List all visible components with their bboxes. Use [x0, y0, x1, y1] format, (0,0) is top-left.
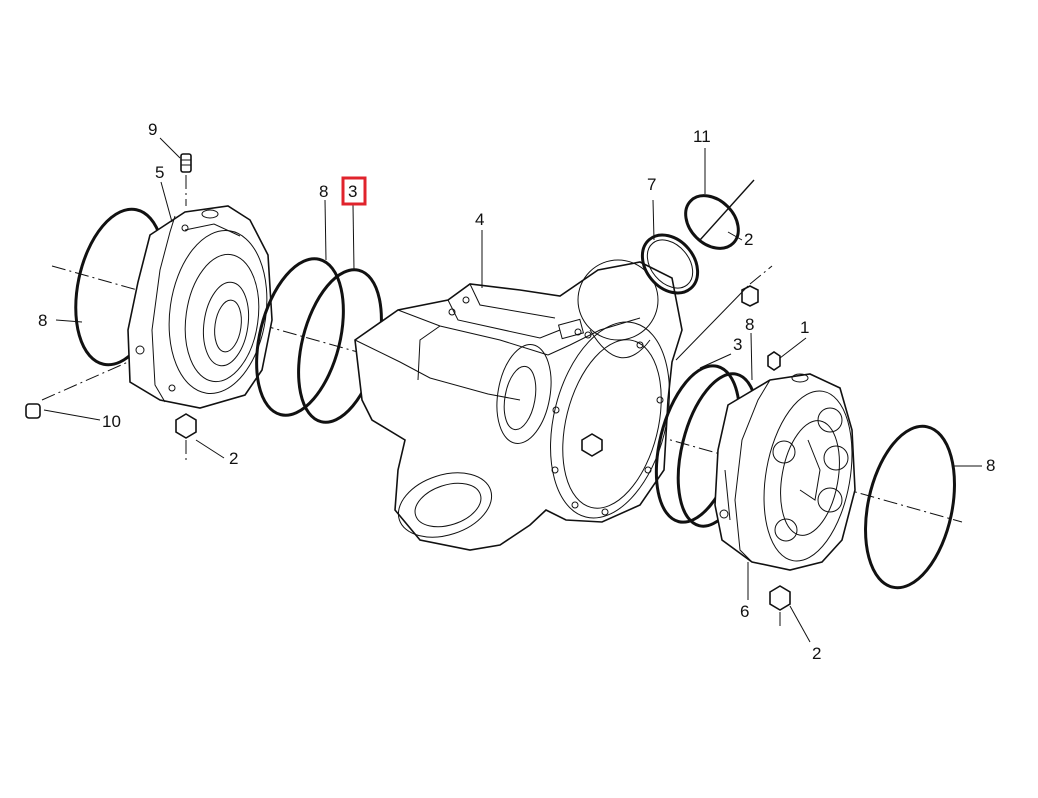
label-7: 7 — [647, 175, 656, 194]
ring-7 — [640, 233, 700, 295]
screw-2-top-right — [741, 265, 773, 307]
nut-2-left — [175, 413, 197, 462]
nut-2-bottom — [769, 585, 791, 630]
ring-7-inner — [646, 239, 694, 289]
label-2-bottom: 2 — [812, 644, 821, 663]
label-3-mid: 3 — [733, 335, 742, 354]
screw-10 — [25, 361, 129, 419]
highlight-box — [341, 176, 367, 206]
right-hub-6 — [714, 351, 856, 571]
label-6: 6 — [740, 602, 749, 621]
label-11: 11 — [693, 127, 711, 146]
left-hub-5 — [127, 205, 273, 409]
label-9: 9 — [148, 120, 157, 139]
label-3-top: 3 — [348, 182, 357, 201]
label-2-top-right: 2 — [744, 230, 753, 249]
label-8-top: 8 — [319, 182, 328, 201]
o-ring-right-8 — [864, 424, 956, 590]
leader-lines — [43, 137, 982, 643]
label-8-mid: 8 — [745, 315, 754, 334]
label-10: 10 — [102, 412, 121, 431]
label-8-right: 8 — [986, 456, 995, 475]
label-2-left: 2 — [229, 449, 238, 468]
label-1: 1 — [800, 318, 809, 337]
screw-9 — [180, 153, 192, 206]
axle-housing-4 — [354, 259, 683, 551]
label-5: 5 — [155, 163, 164, 182]
label-8-left: 8 — [38, 311, 47, 330]
label-4: 4 — [475, 210, 484, 229]
snap-ring-11 — [684, 179, 755, 250]
o-ring-8-top — [255, 257, 345, 417]
part-labels: 9 5 8 10 2 8 3 4 7 11 2 8 1 3 8 6 2 — [38, 120, 995, 663]
